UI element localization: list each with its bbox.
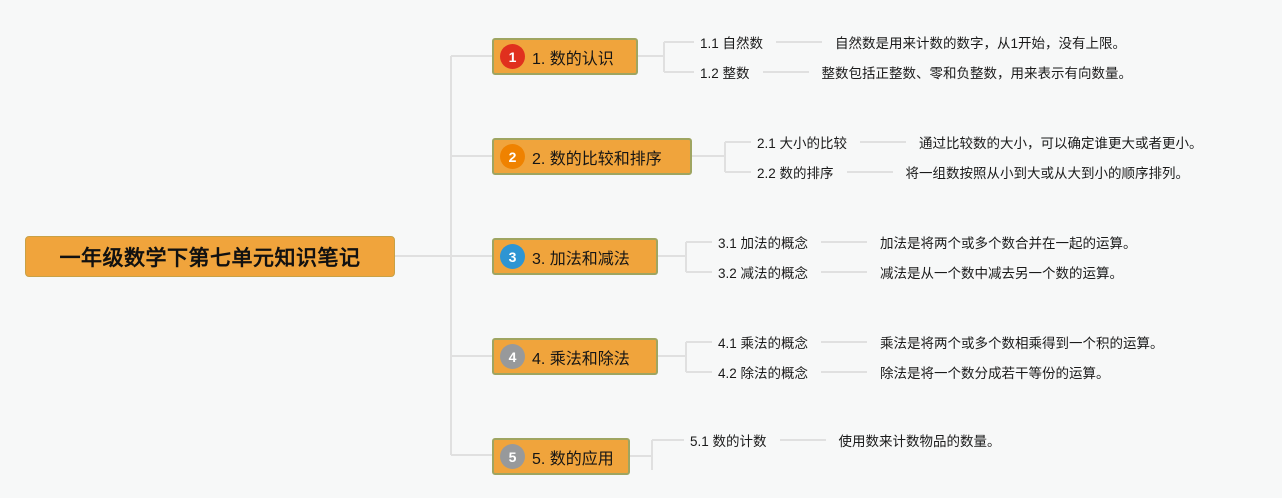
branch-4-number-badge: 4	[500, 344, 525, 369]
branch-5-number-badge: 5	[500, 444, 525, 469]
connector-line	[762, 71, 809, 73]
subtopic-node[interactable]: 1.2 整数	[700, 66, 750, 81]
connector-line	[821, 241, 868, 243]
detail-node[interactable]: 自然数是用来计数的数字，从1开始，没有上限。	[835, 36, 1127, 51]
branch-3-number-badge: 3	[500, 244, 525, 269]
connector-line	[860, 141, 907, 143]
detail-node[interactable]: 使用数来计数物品的数量。	[838, 434, 1001, 449]
detail-node[interactable]: 将一组数按照从小到大或从大到小的顺序排列。	[905, 166, 1190, 181]
branch-3-label: 3. 加法和减法	[532, 250, 630, 268]
subtopic-row: 3.1 加法的概念 加法是将两个或多个数合并在一起的运算。	[718, 231, 1137, 253]
branch-2-label: 2. 数的比较和排序	[532, 150, 662, 168]
connector-line	[821, 341, 868, 343]
detail-node[interactable]: 加法是将两个或多个数合并在一起的运算。	[880, 236, 1137, 251]
branch-1-number-badge: 1	[500, 44, 525, 69]
connector-line	[779, 439, 826, 441]
connector-line	[821, 371, 868, 373]
subtopic-node[interactable]: 1.1 自然数	[700, 36, 764, 51]
subtopic-node[interactable]: 2.1 大小的比较	[757, 136, 848, 151]
subtopic-row: 4.2 除法的概念 除法是将一个数分成若干等份的运算。	[718, 361, 1110, 383]
branch-node-1[interactable]: 1 1. 数的认识	[492, 38, 638, 75]
detail-node[interactable]: 通过比较数的大小，可以确定谁更大或者更小。	[919, 136, 1203, 151]
subtopic-row: 4.1 乘法的概念 乘法是将两个或多个数相乘得到一个积的运算。	[718, 331, 1164, 353]
subtopic-row: 1.1 自然数 自然数是用来计数的数字，从1开始，没有上限。	[700, 31, 1126, 53]
root-node[interactable]: 一年级数学下第七单元知识笔记	[25, 236, 395, 277]
subtopic-node[interactable]: 3.2 减法的概念	[718, 266, 809, 281]
detail-node[interactable]: 减法是从一个数中减去另一个数的运算。	[880, 266, 1124, 281]
subtopic-row: 2.2 数的排序 将一组数按照从小到大或从大到小的顺序排列。	[757, 161, 1189, 183]
branch-node-5[interactable]: 5 5. 数的应用	[492, 438, 630, 475]
subtopic-row: 1.2 整数 整数包括正整数、零和负整数，用来表示有向数量。	[700, 61, 1132, 83]
subtopic-node[interactable]: 3.1 加法的概念	[718, 236, 809, 251]
subtopic-row: 5.1 数的计数 使用数来计数物品的数量。	[690, 429, 1001, 451]
branch-2-number-badge: 2	[500, 144, 525, 169]
detail-node[interactable]: 除法是将一个数分成若干等份的运算。	[880, 366, 1110, 381]
subtopic-node[interactable]: 2.2 数的排序	[757, 166, 834, 181]
subtopic-node[interactable]: 4.2 除法的概念	[718, 366, 809, 381]
branch-1-label: 1. 数的认识	[532, 50, 614, 68]
branch-4-label: 4. 乘法和除法	[532, 350, 630, 368]
detail-node[interactable]: 乘法是将两个或多个数相乘得到一个积的运算。	[880, 336, 1164, 351]
branch-node-4[interactable]: 4 4. 乘法和除法	[492, 338, 658, 375]
subtopic-row: 2.1 大小的比较 通过比较数的大小，可以确定谁更大或者更小。	[757, 131, 1203, 153]
subtopic-node[interactable]: 4.1 乘法的概念	[718, 336, 809, 351]
connector-line	[846, 171, 893, 173]
detail-node[interactable]: 整数包括正整数、零和负整数，用来表示有向数量。	[821, 66, 1133, 81]
subtopic-node[interactable]: 5.1 数的计数	[690, 434, 767, 449]
branch-node-2[interactable]: 2 2. 数的比较和排序	[492, 138, 692, 175]
subtopic-row: 3.2 减法的概念 减法是从一个数中减去另一个数的运算。	[718, 261, 1123, 283]
connector-line	[776, 41, 823, 43]
branch-node-3[interactable]: 3 3. 加法和减法	[492, 238, 658, 275]
branch-5-label: 5. 数的应用	[532, 450, 614, 468]
connector-line	[821, 271, 868, 273]
root-node-label: 一年级数学下第七单元知识笔记	[59, 246, 361, 270]
